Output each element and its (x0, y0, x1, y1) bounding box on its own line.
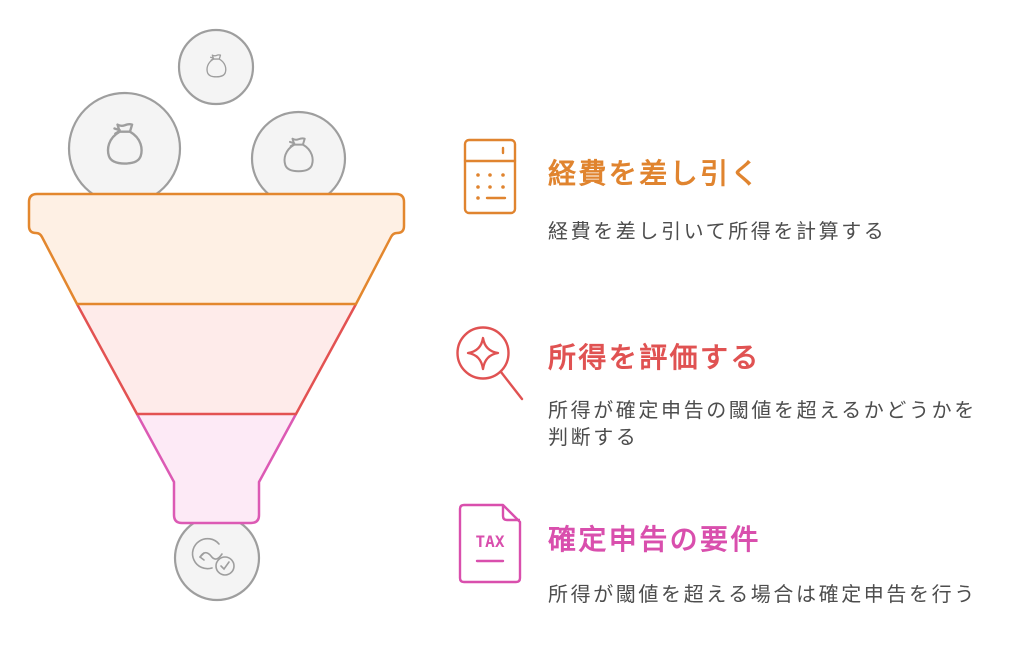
coin-top-left (67, 91, 182, 206)
step-1-title: 経費を差し引く (548, 157, 761, 190)
tax-icon-label: TAX (476, 532, 505, 551)
step-2-description: 所得が確定申告の閾値を超えるかどうかを判断する (548, 398, 977, 449)
coin-output (173, 514, 261, 602)
step-3-title: 確定申告の要件 (548, 523, 761, 556)
funnel-stage-2 (77, 304, 356, 414)
funnel-stage-1 (29, 194, 404, 304)
step-3-description: 所得が閾値を超える場合は確定申告を行う (548, 582, 977, 606)
funnel-stage-3 (137, 414, 296, 523)
coin-top-center (177, 28, 255, 106)
tax-document-icon: TAX (458, 503, 522, 584)
step-1-description: 経費を差し引いて所得を計算する (548, 219, 887, 243)
step-2-title: 所得を評価する (548, 341, 761, 374)
calculator-icon (463, 138, 517, 215)
magnifier-sparkle-icon (456, 326, 524, 401)
coin-top-right (250, 110, 347, 207)
money-cycle-check-icon (191, 537, 235, 576)
